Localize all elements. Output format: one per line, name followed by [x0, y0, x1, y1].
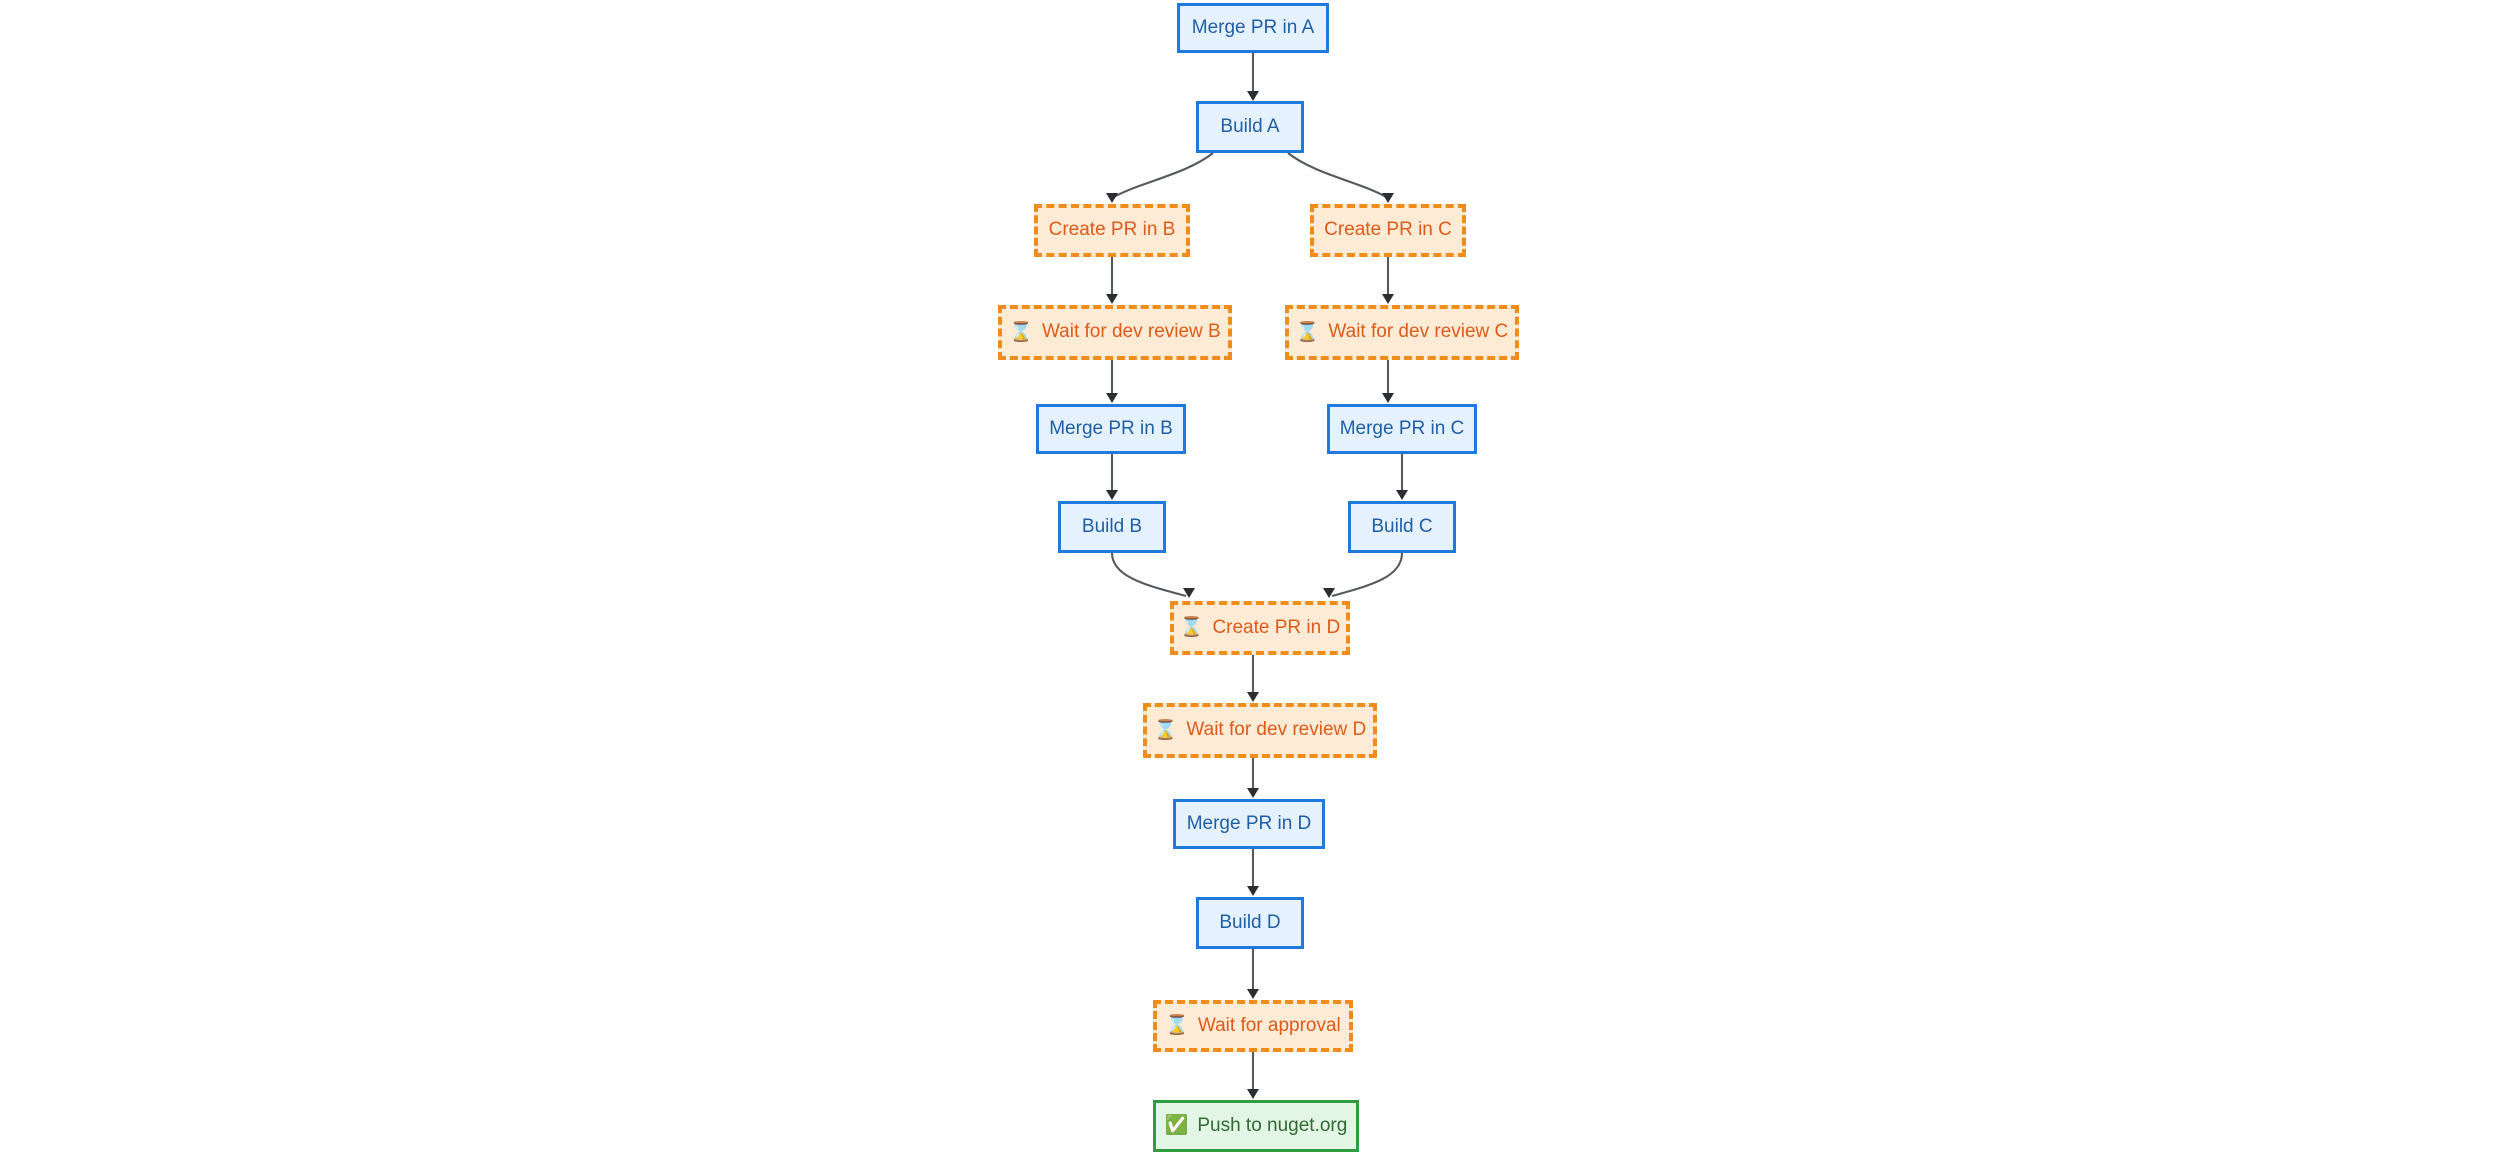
node-text-push_nuget: Push to nuget.org	[1197, 1114, 1348, 1136]
node-text-create_c: Create PR in C	[1324, 219, 1452, 241]
node-label-wrap-push_nuget: ✅ Push to nuget.org	[1165, 1115, 1348, 1138]
node-label-wrap-build_c: Build C	[1371, 516, 1432, 539]
arrowhead-review_b-to-merge_b	[1106, 393, 1118, 403]
check-icon: ✅	[1164, 1114, 1189, 1137]
node-label-wrap-review_c: ⌛ Wait for dev review C	[1296, 321, 1509, 344]
node-text-build_a: Build A	[1220, 115, 1280, 137]
node-label-wrap-merge_b: Merge PR in B	[1049, 418, 1173, 441]
node-text-build_c: Build C	[1371, 515, 1433, 537]
node-label-wrap-approval: ⌛ Wait for approval	[1165, 1015, 1341, 1038]
arrowhead-build_b-to-create_d	[1183, 588, 1195, 598]
node-text-create_d: Create PR in D	[1212, 616, 1341, 638]
edge-build_a-to-create_c	[1287, 152, 1389, 199]
node-text-review_b: Wait for dev review B	[1041, 321, 1221, 343]
node-build_a[interactable]: Build A	[1196, 101, 1304, 153]
node-build_c[interactable]: Build C	[1348, 501, 1456, 553]
node-label-wrap-build_d: Build D	[1219, 912, 1280, 935]
hourglass-icon: ⌛	[1295, 320, 1320, 343]
arrowhead-approval-to-push_nuget	[1247, 1089, 1259, 1099]
hourglass-icon: ⌛	[1153, 718, 1178, 741]
node-text-build_d: Build D	[1219, 911, 1281, 933]
arrowhead-merge_b-to-build_b	[1106, 490, 1118, 500]
arrowhead-merge_a-to-build_a	[1247, 91, 1259, 101]
node-merge_b[interactable]: Merge PR in B	[1036, 404, 1186, 454]
node-label-wrap-create_d: ⌛ Create PR in D	[1180, 617, 1340, 640]
node-create_d[interactable]: ⌛ Create PR in D	[1170, 601, 1350, 655]
node-text-create_b: Create PR in B	[1048, 219, 1176, 241]
node-label-wrap-review_d: ⌛ Wait for dev review D	[1154, 719, 1367, 742]
node-text-merge_d: Merge PR in D	[1186, 812, 1312, 834]
arrowhead-review_c-to-merge_c	[1382, 393, 1394, 403]
node-create_b[interactable]: Create PR in B	[1034, 204, 1190, 257]
edge-build_b-to-create_d	[1110, 552, 1187, 598]
arrowhead-build_c-to-create_d	[1323, 588, 1335, 598]
arrowhead-create_b-to-review_b	[1106, 294, 1118, 304]
edge-build_c-to-create_d	[1331, 552, 1404, 598]
node-label-wrap-merge_d: Merge PR in D	[1187, 813, 1312, 836]
node-review_d[interactable]: ⌛ Wait for dev review D	[1143, 703, 1377, 758]
arrowhead-build_a-to-create_b	[1106, 193, 1118, 203]
node-label-wrap-build_a: Build A	[1220, 116, 1279, 139]
node-merge_c[interactable]: Merge PR in C	[1327, 404, 1477, 454]
node-text-approval: Wait for approval	[1197, 1014, 1341, 1036]
node-merge_d[interactable]: Merge PR in D	[1173, 799, 1325, 849]
arrowhead-build_a-to-create_c	[1382, 193, 1394, 203]
node-label-wrap-merge_c: Merge PR in C	[1340, 418, 1465, 441]
node-approval[interactable]: ⌛ Wait for approval	[1153, 1000, 1353, 1052]
arrowhead-create_d-to-review_d	[1247, 692, 1259, 702]
hourglass-icon: ⌛	[1009, 320, 1033, 343]
node-text-merge_a: Merge PR in A	[1191, 16, 1315, 38]
node-label-wrap-create_b: Create PR in B	[1049, 219, 1176, 242]
node-build_b[interactable]: Build B	[1058, 501, 1166, 553]
arrowhead-review_d-to-merge_d	[1247, 788, 1259, 798]
node-label-wrap-build_b: Build B	[1082, 516, 1142, 539]
node-text-review_c: Wait for dev review C	[1328, 321, 1509, 343]
node-push_nuget[interactable]: ✅ Push to nuget.org	[1153, 1100, 1359, 1152]
node-label-wrap-create_c: Create PR in C	[1324, 219, 1452, 242]
node-text-review_d: Wait for dev review D	[1186, 719, 1367, 741]
node-create_c[interactable]: Create PR in C	[1310, 204, 1466, 257]
arrowhead-build_d-to-approval	[1247, 989, 1259, 999]
arrowhead-merge_d-to-build_d	[1247, 886, 1259, 896]
node-merge_a[interactable]: Merge PR in A	[1177, 3, 1329, 53]
node-label-wrap-review_b: ⌛ Wait for dev review B	[1009, 321, 1220, 344]
node-review_c[interactable]: ⌛ Wait for dev review C	[1285, 305, 1519, 360]
hourglass-icon: ⌛	[1165, 1014, 1189, 1037]
node-text-merge_c: Merge PR in C	[1339, 417, 1465, 439]
edge-build_a-to-create_b	[1111, 152, 1214, 199]
node-build_d[interactable]: Build D	[1196, 897, 1304, 949]
node-text-build_b: Build B	[1081, 515, 1143, 537]
node-review_b[interactable]: ⌛ Wait for dev review B	[998, 305, 1232, 360]
node-label-wrap-merge_a: Merge PR in A	[1192, 17, 1315, 40]
arrowhead-create_c-to-review_c	[1382, 294, 1394, 304]
hourglass-icon: ⌛	[1179, 616, 1204, 639]
arrowhead-merge_c-to-build_c	[1396, 490, 1408, 500]
node-text-merge_b: Merge PR in B	[1049, 417, 1173, 439]
